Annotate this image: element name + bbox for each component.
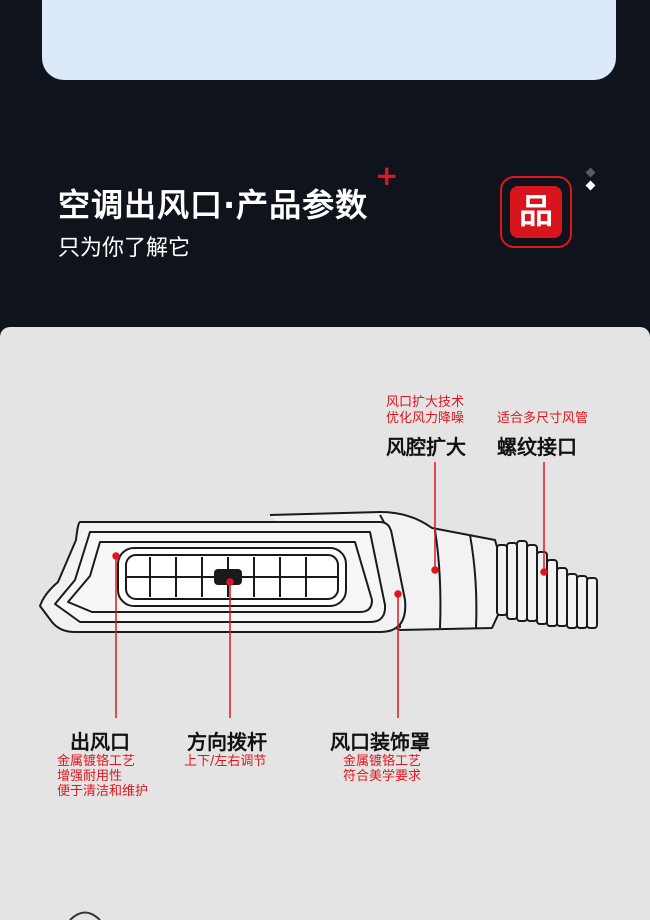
page-title: 空调出风口·产品参数 xyxy=(58,186,369,224)
expand-desc-2: 优化风力降噪 xyxy=(386,411,465,426)
outlet-title: 出风口 xyxy=(70,730,130,754)
outlet-desc-2: 增强耐用性 xyxy=(57,769,123,784)
outlet-desc-1: 金属镀铬工艺 xyxy=(57,754,136,769)
expand-desc-1: 风口扩大技术 xyxy=(386,395,465,410)
plus-decoration-icon: + xyxy=(375,159,399,192)
thread-title: 螺纹接口 xyxy=(497,435,577,459)
cover-desc-1: 金属镀铬工艺 xyxy=(343,754,422,769)
expand-title: 风腔扩大 xyxy=(386,435,466,459)
outlet-desc-3: 便于清洁和维护 xyxy=(57,784,149,799)
top-card xyxy=(42,0,616,80)
cover-title: 风口装饰罩 xyxy=(330,730,430,754)
product-badge: 品 xyxy=(500,176,572,248)
thread-desc-1: 适合多尺寸风管 xyxy=(497,411,589,426)
cover-desc-2: 符合美学要求 xyxy=(343,769,422,784)
lever-desc-1: 上下/左右调节 xyxy=(184,754,267,769)
page-subtitle: 只为你了解它 xyxy=(58,236,191,261)
badge-label: 品 xyxy=(510,186,562,238)
lever-title: 方向拨杆 xyxy=(187,730,267,754)
